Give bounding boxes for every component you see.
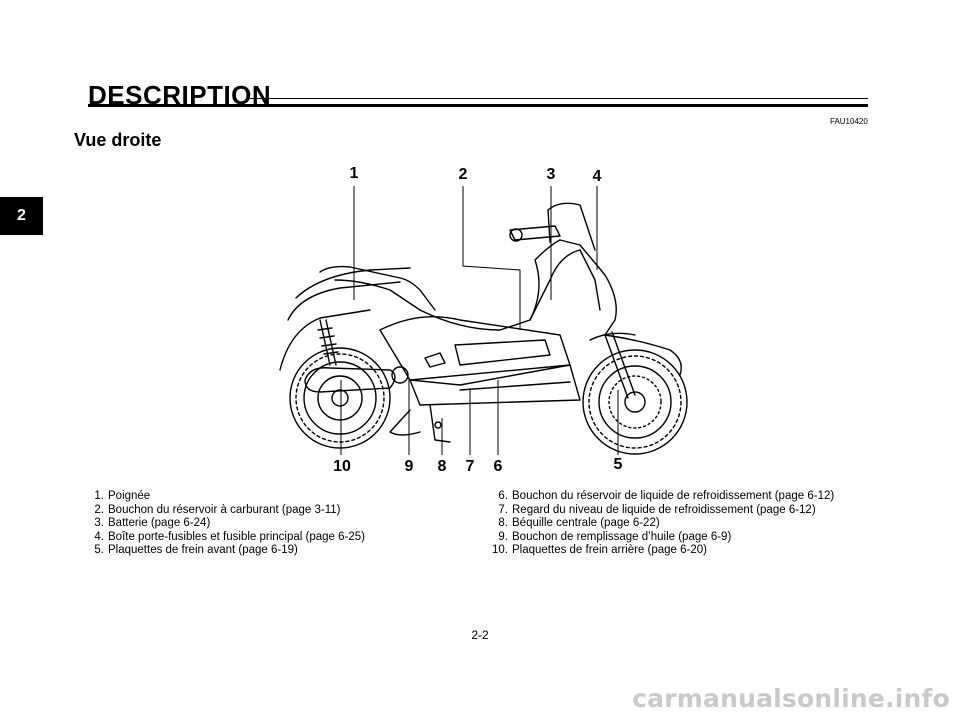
callout-5: 5: [613, 456, 623, 473]
callout-7: 7: [465, 458, 475, 475]
legend-item: 10. Plaquettes de frein arrière (page 6-2…: [490, 544, 834, 558]
legend-item: 4. Boîte porte-fusibles et fusible princi…: [92, 531, 365, 545]
callout-10: 10: [333, 458, 351, 475]
legend-item: 8. Béquille centrale (page 6-22): [490, 517, 834, 531]
legend-text: Batterie (page 6-24): [108, 517, 211, 529]
callout-4: 4: [592, 168, 602, 185]
legend-item: 1. Poignée: [92, 490, 365, 504]
rear-wheel: [289, 347, 391, 449]
callout-1: 1: [349, 165, 359, 182]
callout-8: 8: [437, 458, 447, 475]
legend-number: 7.: [498, 503, 508, 516]
document-code: FAU10420: [830, 117, 868, 126]
legend-number: 6.: [498, 490, 508, 502]
page-number: 2-2: [471, 628, 489, 642]
legend-item: 7. Regard du niveau de liquide de refroid…: [490, 504, 834, 518]
legend-item: 5. Plaquettes de frein avant (page 6-19): [92, 544, 365, 558]
legend-number: 3.: [94, 517, 104, 529]
legend-right: 6. Bouchon du réservoir de liquide de ref…: [490, 490, 834, 558]
legend-text: Plaquettes de frein avant (page 6-19): [108, 544, 298, 556]
watermark: carmanualsonline.info: [632, 684, 950, 713]
title-rule: [88, 104, 868, 107]
legend-number: 8.: [498, 517, 508, 529]
legend-number: 10.: [492, 544, 508, 556]
legend-text: Regard du niveau de liquide de refroidis…: [512, 503, 816, 516]
legend-text: Poignée: [108, 490, 151, 502]
legend-item: 2. Bouchon du réservoir à carburant (page…: [92, 504, 365, 518]
callout-6: 6: [493, 458, 503, 475]
legend-item: 3. Batterie (page 6-24): [92, 517, 365, 531]
legend-item: 6. Bouchon du réservoir de liquide de ref…: [490, 490, 834, 504]
callout-9: 9: [404, 458, 414, 475]
callout-2: 2: [458, 166, 468, 183]
section-subtitle: Vue droite: [74, 130, 162, 150]
legend-number: 5.: [94, 544, 104, 556]
chapter-tab: 2: [0, 197, 43, 235]
front-wheel: [582, 349, 688, 455]
legend-number: 4.: [94, 530, 104, 543]
callout-3: 3: [546, 166, 556, 183]
legend-text: Boîte porte-fusibles et fusible principa…: [108, 530, 365, 543]
legend-text: Bouchon du réservoir de liquide de refro…: [512, 490, 835, 502]
legend-text: Béquille centrale (page 6-22): [512, 517, 660, 529]
legend-text: Bouchon de remplissage d’huile (page 6-9…: [512, 530, 732, 543]
scooter-illustration: [279, 202, 688, 455]
legend-left: 1. Poignée 2. Bouchon du réservoir à carbu…: [92, 490, 365, 558]
legend-number: 1.: [94, 490, 104, 502]
title-rule-thin: [250, 98, 868, 99]
legend-number: 9.: [498, 530, 508, 543]
legend-number: 2.: [94, 503, 104, 516]
legend-item: 9. Bouchon de remplissage d’huile (page 6…: [490, 531, 834, 545]
legend-text: Bouchon du réservoir à carburant (page 3…: [108, 503, 341, 516]
legend-text: Plaquettes de frein arrière (page 6-20): [512, 544, 707, 556]
